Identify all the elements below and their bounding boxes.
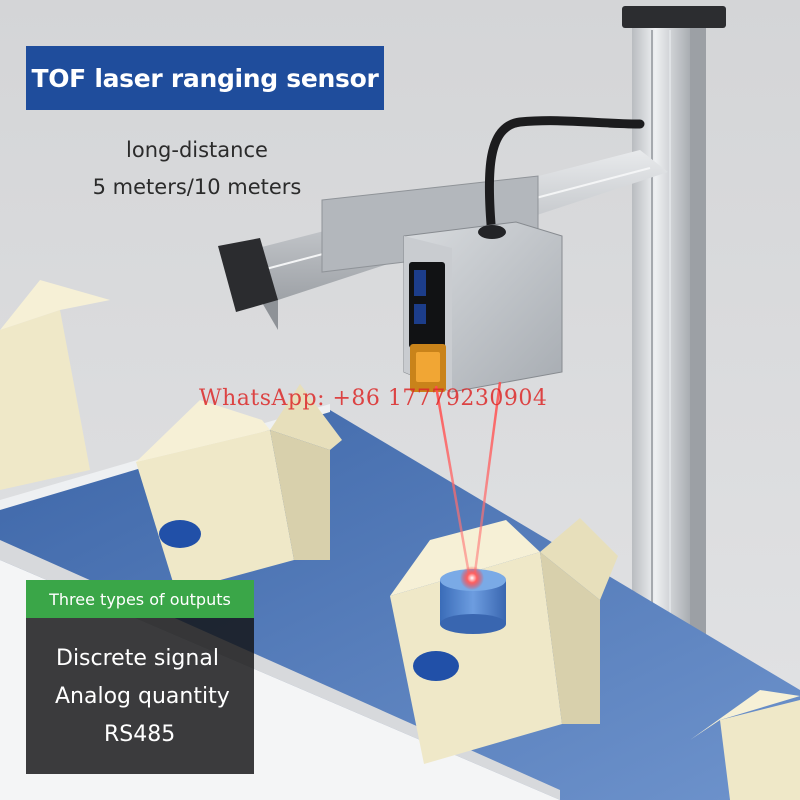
box-front [390,518,618,764]
subtitle-line-2: 5 meters/10 meters [92,175,302,199]
subtitle: long-distance 5 meters/10 meters [60,132,334,206]
box-right [690,690,800,800]
sensor-cable [484,116,645,241]
subtitle-line-1: long-distance [126,138,268,162]
laser-beams [434,381,502,590]
outputs-header: Three types of outputs [26,580,254,618]
box-middle [136,384,342,592]
title-banner: TOF laser ranging sensor [26,46,384,110]
watermark-contact: WhatsApp: +86 17779230904 [199,386,548,411]
box-left [0,280,110,490]
outputs-panel: Discrete signal Analog quantity RS485 [26,618,254,774]
output-item-discrete: Discrete signal [56,646,219,671]
output-item-rs485: RS485 [104,722,176,747]
output-item-analog: Analog quantity [55,684,230,709]
sensor-device [403,221,563,393]
